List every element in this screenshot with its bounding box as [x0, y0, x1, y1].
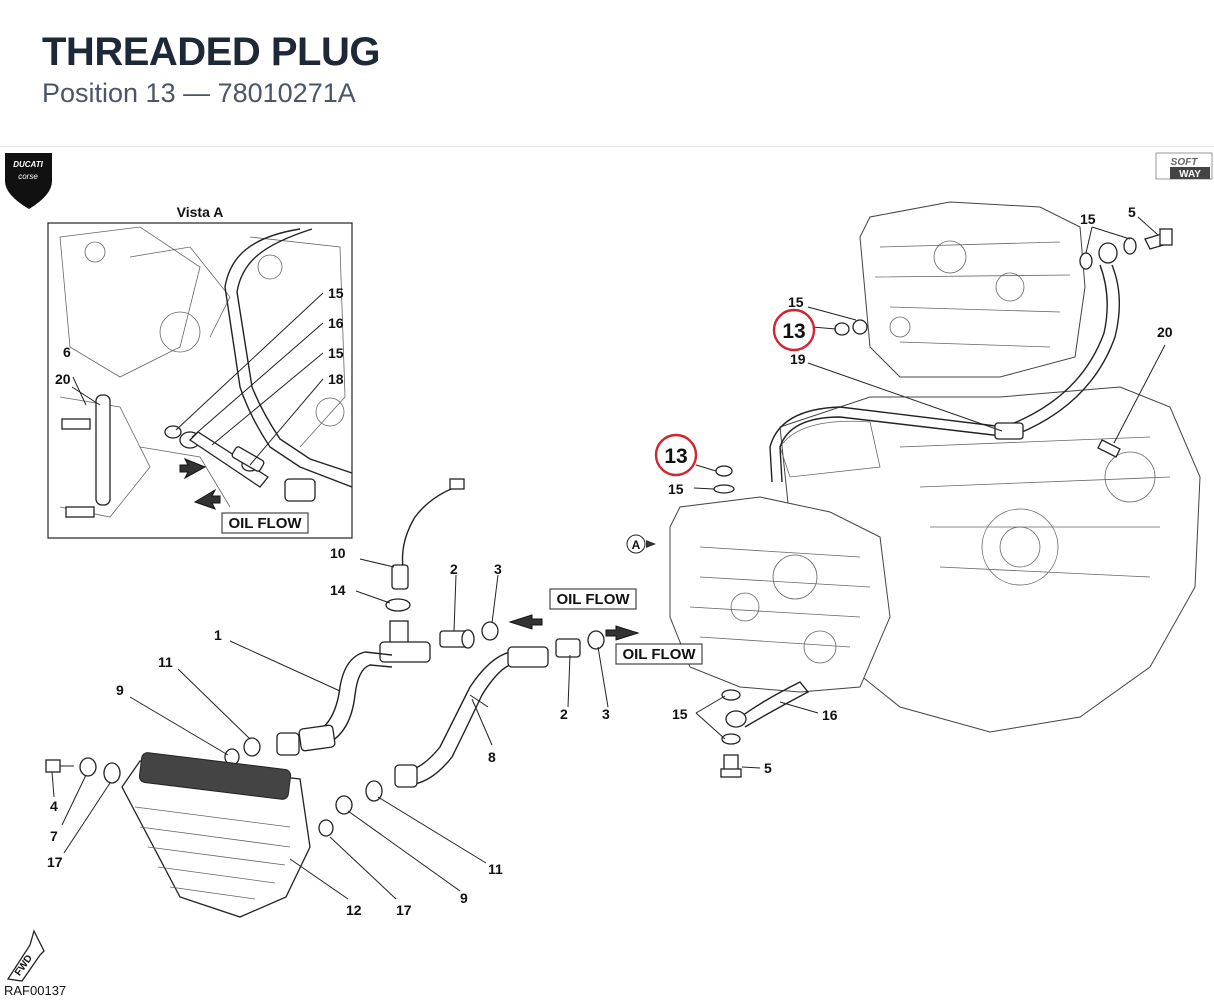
drawing-code: RAF00137 [4, 983, 66, 998]
callout-12: 12 [346, 902, 362, 918]
callout-15-top-right: 15 [1080, 211, 1096, 227]
callout-2-lower: 2 [560, 706, 568, 722]
callout-8: 8 [488, 749, 496, 765]
callout-10: 10 [330, 545, 346, 561]
callout-15-lower-right: 15 [672, 706, 688, 722]
svg-text:WAY: WAY [1179, 169, 1201, 180]
highlight-13-upper: 13 [782, 320, 805, 343]
callout-16-inset: 16 [328, 315, 344, 331]
callout-5-top-right: 5 [1128, 204, 1136, 220]
callout-16: 16 [822, 707, 838, 723]
banjo-bolt-top-right: 15 5 [1079, 204, 1173, 270]
callout-1: 1 [214, 627, 222, 643]
main-callouts: 10 14 1 2 3 11 9 8 2 3 4 7 17 12 17 9 11 [47, 545, 610, 918]
callout-15-lower: 15 [668, 481, 684, 497]
callout-20-inset: 20 [55, 371, 71, 387]
bolt-20: 20 [1097, 324, 1173, 458]
callout-15-inset-b: 15 [328, 345, 344, 361]
inset-vista-a: Vista A OIL FLOW [47, 204, 353, 539]
oil-pipe-assembly [45, 478, 605, 918]
oil-flow-label-upper: OIL FLOW [556, 591, 630, 608]
oil-flow-label-lower: OIL FLOW [622, 646, 696, 663]
svg-text:corse: corse [18, 172, 38, 181]
callout-2-upper: 2 [450, 561, 458, 577]
callout-11-right: 11 [488, 861, 503, 877]
callout-11-left: 11 [158, 654, 173, 670]
inset-title: Vista A [177, 204, 224, 220]
oil-flow-indicators: OIL FLOW OIL FLOW [508, 588, 703, 665]
callout-3-lower: 3 [602, 706, 610, 722]
header-divider [0, 146, 1214, 147]
page-title: THREADED PLUG [42, 30, 380, 74]
forward-direction-arrow: FWD [6, 929, 45, 982]
page-header: THREADED PLUG Position 13 — 78010271A [0, 0, 1214, 146]
callout-6: 6 [63, 344, 71, 360]
callout-3-upper: 3 [494, 561, 502, 577]
engine-crankcase [669, 201, 1201, 733]
highlight-circle-upper [772, 308, 816, 352]
view-marker-a: A [626, 534, 656, 554]
inset-oil-flow-label: OIL FLOW [228, 515, 302, 532]
page-subtitle: Position 13 — 78010271A [42, 78, 356, 108]
threaded-plug-lower: 15 13 [654, 433, 735, 497]
upper-oil-pipe [769, 264, 1121, 483]
callout-5-lower-right: 5 [764, 760, 772, 776]
callout-17-right: 17 [396, 902, 412, 918]
lower-banjo-assembly: 15 16 5 [672, 681, 838, 778]
callout-14: 14 [330, 582, 346, 598]
highlight-13-lower: 13 [664, 445, 687, 468]
svg-text:SOFT: SOFT [1171, 157, 1199, 168]
callout-18: 18 [328, 371, 344, 387]
callout-15-inset-a: 15 [328, 285, 344, 301]
callout-20: 20 [1157, 324, 1173, 340]
ducati-corse-logo: DUCATI corse [5, 153, 52, 209]
threaded-plug-upper: 15 19 13 [772, 294, 1003, 432]
softway-logo: SOFT WAY [1155, 152, 1213, 180]
svg-text:DUCATI: DUCATI [13, 160, 43, 169]
callout-19: 19 [790, 351, 806, 367]
callout-4: 4 [50, 798, 58, 814]
callout-15-upper: 15 [788, 294, 804, 310]
callout-7: 7 [50, 828, 58, 844]
callout-17-left: 17 [47, 854, 63, 870]
callout-9-left: 9 [116, 682, 124, 698]
highlight-circle-lower [654, 433, 698, 477]
exploded-parts-diagram: DUCATI corse SOFT WAY Vista A [0, 147, 1214, 1003]
view-marker-label: A [632, 538, 641, 552]
callout-9-right: 9 [460, 890, 468, 906]
